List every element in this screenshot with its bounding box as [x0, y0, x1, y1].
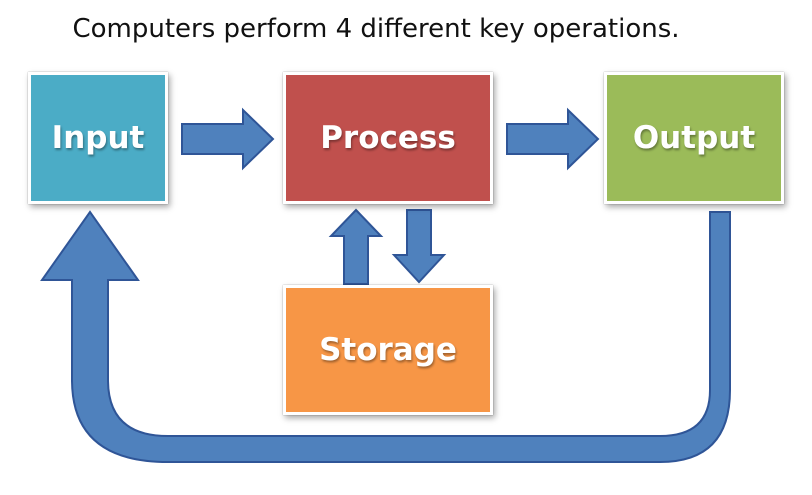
output-box: Output	[604, 72, 784, 204]
arrow-input-to-process	[181, 107, 275, 171]
storage-box: Storage	[283, 285, 493, 415]
process-box: Process	[283, 72, 493, 204]
arrow-process-to-output	[506, 107, 600, 171]
arrow-process-to-storage	[391, 209, 447, 284]
input-box: Input	[28, 72, 168, 204]
arrow-storage-to-process	[328, 208, 384, 285]
arrow-output-to-input-loop	[40, 210, 731, 463]
diagram-heading: Computers perform 4 different key operat…	[72, 14, 680, 44]
